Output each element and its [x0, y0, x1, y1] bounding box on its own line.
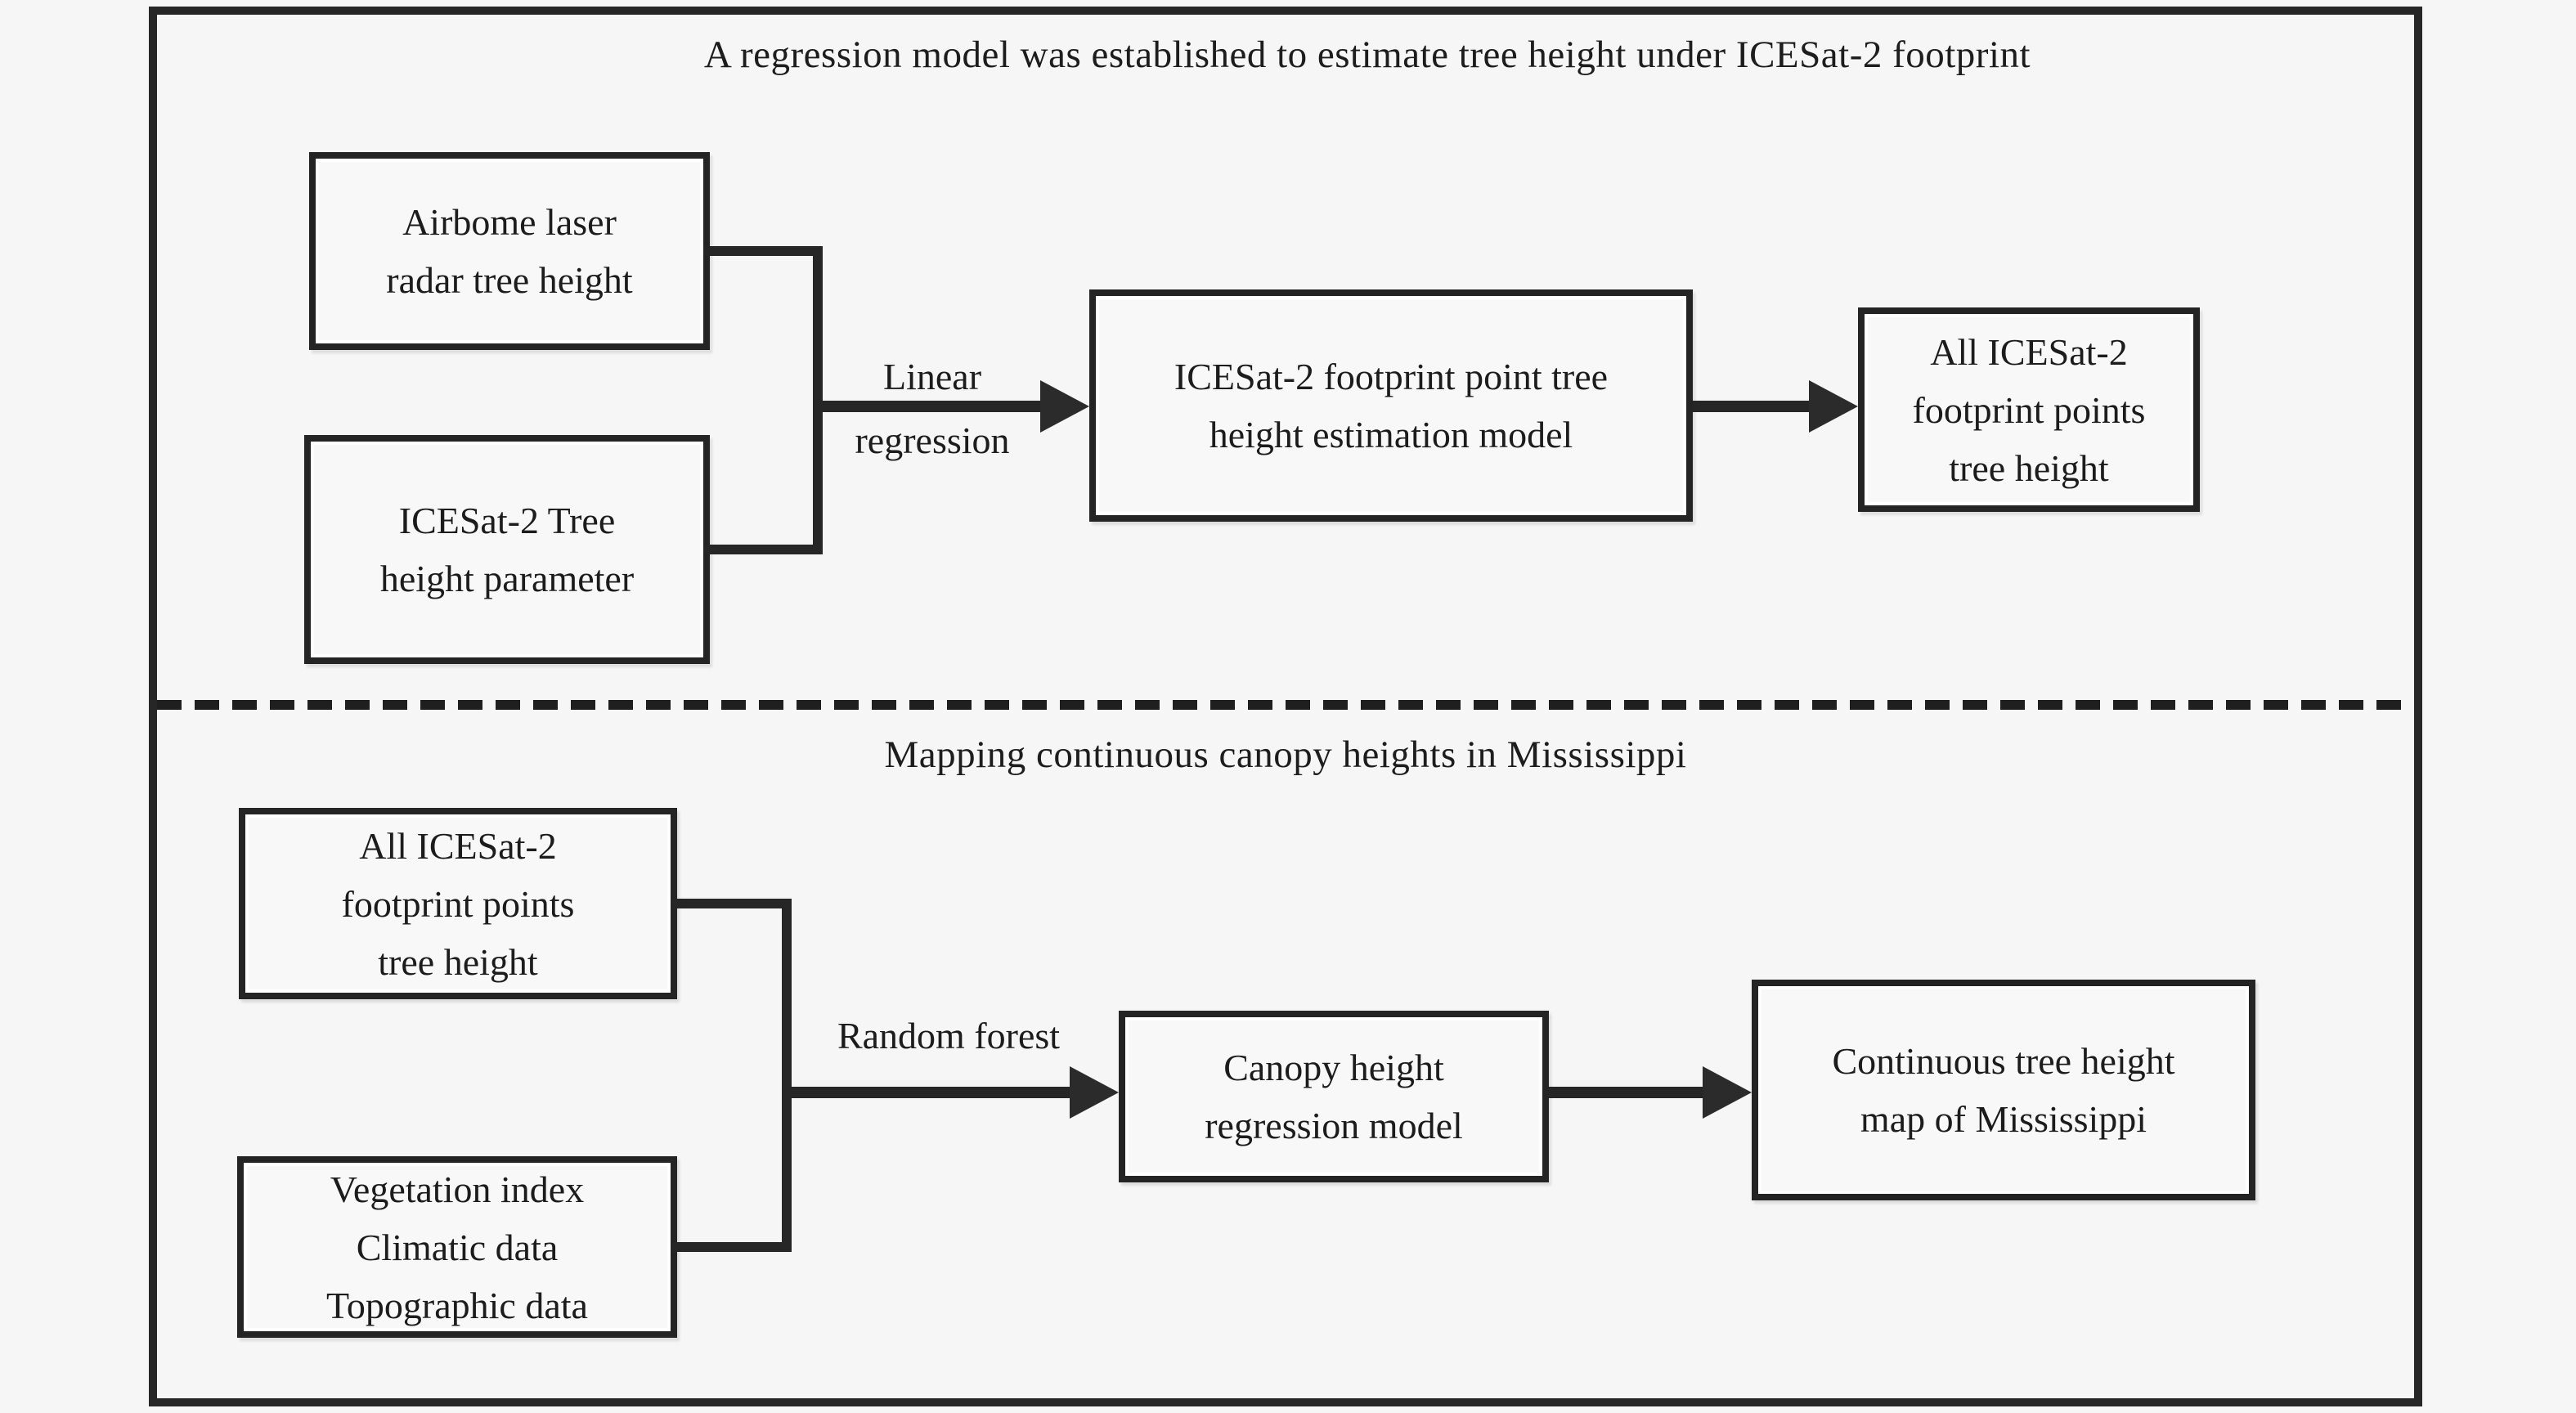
box-text-line: ICESat-2 footprint point tree — [1174, 356, 1609, 397]
arrow-model-to-map-head — [1703, 1066, 1752, 1119]
arrow-model-to-map-shaft — [1549, 1087, 1703, 1098]
box-footprint-tree-height-estimation-model: ICESat-2 footprint point tree height est… — [1089, 289, 1693, 522]
box-continuous-tree-height-map: Continuous tree height map of Mississipp… — [1752, 980, 2255, 1200]
section-divider-dashed-line — [157, 700, 2414, 710]
arrow-linear-regression-head — [1040, 380, 1089, 433]
arrow-model-to-allpoints-head — [1809, 380, 1858, 433]
box-text-line: Climatic data — [356, 1226, 559, 1268]
top-section-title: A regression model was established to es… — [703, 34, 2031, 76]
box-text-line: Topographic data — [326, 1284, 588, 1326]
box-text-line: radar tree height — [386, 259, 633, 301]
box-text-line: Canopy height — [1223, 1047, 1444, 1088]
box-predictor-datasets: Vegetation index Climatic data Topograph… — [237, 1156, 677, 1338]
box-text-line: tree height — [378, 940, 538, 983]
box-all-footprint-points-tree-height-input: All ICESat-2 footprint points tree heigh… — [239, 808, 677, 999]
box-text-line: footprint points — [341, 882, 575, 925]
box-text-line: tree height — [1949, 446, 2109, 489]
box-text-line: height parameter — [379, 558, 635, 599]
box-text-line: All ICESat-2 — [1930, 330, 2128, 373]
connector-stub-icesat-param — [703, 545, 823, 554]
box-text-line: ICESat-2 Tree — [398, 500, 616, 541]
label-linear-regression-line1: Linear — [882, 356, 982, 397]
box-icesat2-tree-height-parameter: ICESat-2 Tree height parameter — [304, 435, 710, 664]
connector-stub-allpoints — [671, 899, 792, 908]
box-text-line: Vegetation index — [330, 1168, 585, 1210]
box-text-line: All ICESat-2 — [359, 824, 557, 867]
bottom-section-title: Mapping continuous canopy heights in Mis… — [884, 733, 1687, 776]
box-text-line: map of Mississippi — [1860, 1098, 2147, 1140]
box-text-line: height estimation model — [1209, 414, 1573, 455]
box-text-line: Continuous tree height — [1832, 1040, 2175, 1082]
box-airborne-laser-tree-height: Airbome laser radar tree height — [309, 152, 710, 350]
box-text-line: Airbome laser — [402, 201, 617, 243]
box-text-line: footprint points — [1912, 388, 2146, 431]
box-all-footprint-points-tree-height: All ICESat-2 footprint points tree heigh… — [1858, 307, 2200, 512]
arrow-random-forest-shaft — [787, 1087, 1070, 1098]
arrow-random-forest-head — [1070, 1066, 1119, 1119]
connector-stub-predictors — [671, 1242, 792, 1252]
label-linear-regression-line2: regression — [855, 419, 1010, 461]
connector-vertical-bottom — [782, 899, 792, 1252]
box-text-line: regression model — [1205, 1105, 1463, 1146]
connector-stub-airborne — [703, 246, 823, 256]
connector-vertical-top — [813, 246, 823, 554]
label-random-forest: Random forest — [837, 1015, 1061, 1056]
arrow-linear-regression-shaft — [818, 401, 1040, 412]
box-canopy-height-regression-model: Canopy height regression model — [1119, 1011, 1549, 1182]
arrow-model-to-allpoints-shaft — [1693, 401, 1809, 412]
